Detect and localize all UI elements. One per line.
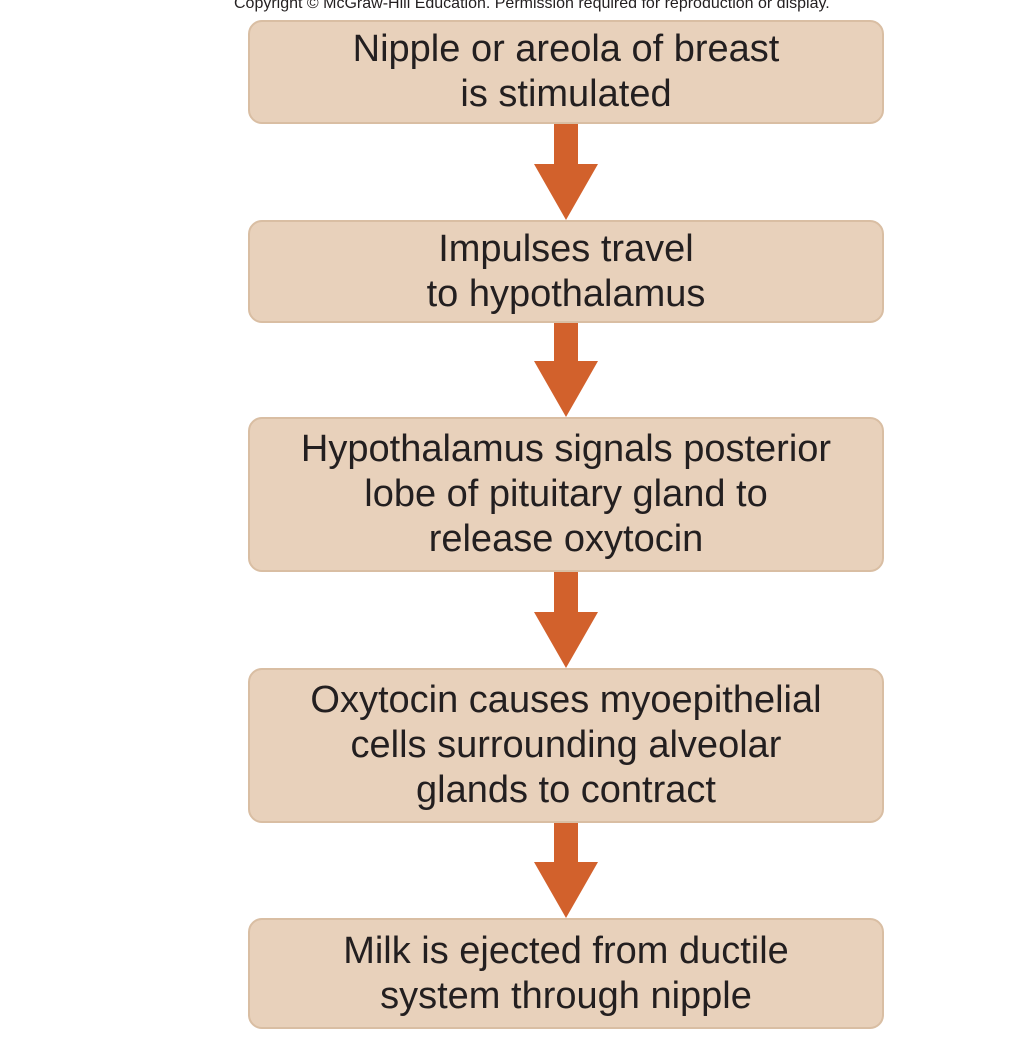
step-text-5: Milk is ejected from ductile system thro… <box>343 929 789 1017</box>
step-box-1: Nipple or areola of breast is stimulated <box>248 20 884 124</box>
step-box-3: Hypothalamus signals posterior lobe of p… <box>248 417 884 572</box>
step-text-4: Oxytocin causes myoepithelial cells surr… <box>310 679 822 811</box>
copyright-notice: Copyright © McGraw-Hill Education. Permi… <box>234 0 830 12</box>
step-box-5: Milk is ejected from ductile system thro… <box>248 918 884 1029</box>
step-text-2: Impulses travel to hypothalamus <box>426 227 706 315</box>
down-arrow-3 <box>534 572 598 668</box>
down-arrow-4 <box>534 823 598 918</box>
down-arrow-2 <box>534 323 598 417</box>
step-box-2: Impulses travel to hypothalamus <box>248 220 884 323</box>
step-text-3: Hypothalamus signals posterior lobe of p… <box>300 428 832 560</box>
down-arrow-1 <box>534 124 598 220</box>
step-box-4: Oxytocin causes myoepithelial cells surr… <box>248 668 884 823</box>
step-text-1: Nipple or areola of breast is stimulated <box>352 28 780 115</box>
